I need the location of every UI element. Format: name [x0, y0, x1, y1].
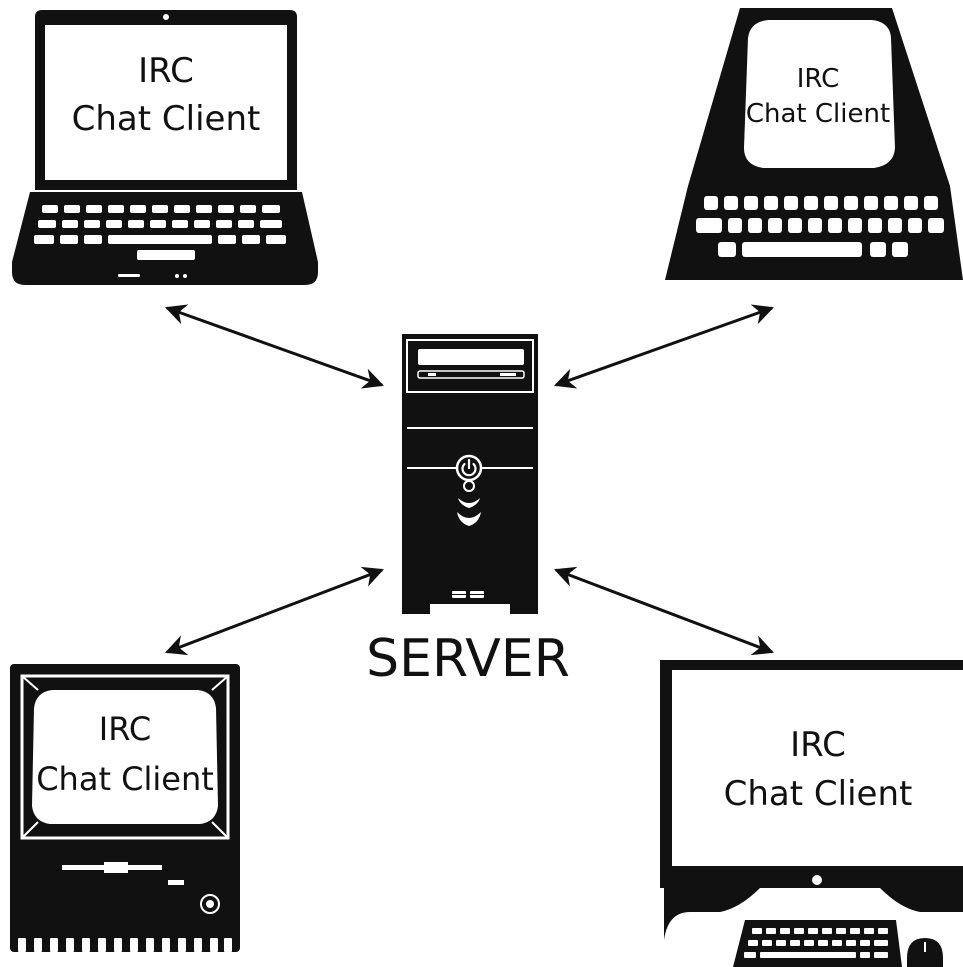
retro-screen — [32, 690, 218, 824]
arrow-monitor-server — [554, 566, 774, 656]
retro-label-line1: IRC — [99, 710, 151, 748]
terminal-label-line2: Chat Client — [746, 99, 890, 129]
terminal-keyboard — [696, 196, 944, 257]
laptop-label-line1: IRC — [138, 51, 194, 91]
mouse-icon — [907, 938, 943, 967]
retro-vent — [18, 938, 232, 952]
arrow-retro-server — [165, 566, 384, 656]
server-drive-bay — [406, 339, 534, 393]
retro-label-line2: Chat Client — [36, 760, 214, 798]
monitor-screen — [672, 670, 963, 866]
monitor-label-line2: Chat Client — [724, 774, 913, 814]
arrow-laptop-server — [165, 304, 384, 389]
terminal-label-line1: IRC — [797, 64, 840, 94]
monitor-label-line1: IRC — [790, 725, 846, 765]
server-label: SERVER — [366, 629, 570, 689]
retro-computer-icon: IRC Chat Client — [10, 664, 240, 952]
server-tower-icon — [402, 334, 538, 614]
laptop-keyboard — [34, 205, 286, 281]
laptop-screen — [45, 25, 287, 180]
connection-arrows — [165, 304, 774, 656]
desktop-monitor-icon: IRC Chat Client — [660, 660, 963, 967]
laptop-label-line2: Chat Client — [72, 99, 261, 139]
laptop-icon: IRC Chat Client — [12, 10, 318, 285]
arrow-terminal-server — [554, 304, 774, 389]
vintage-terminal-icon: IRC Chat Client — [665, 8, 963, 280]
terminal-screen — [744, 20, 895, 168]
